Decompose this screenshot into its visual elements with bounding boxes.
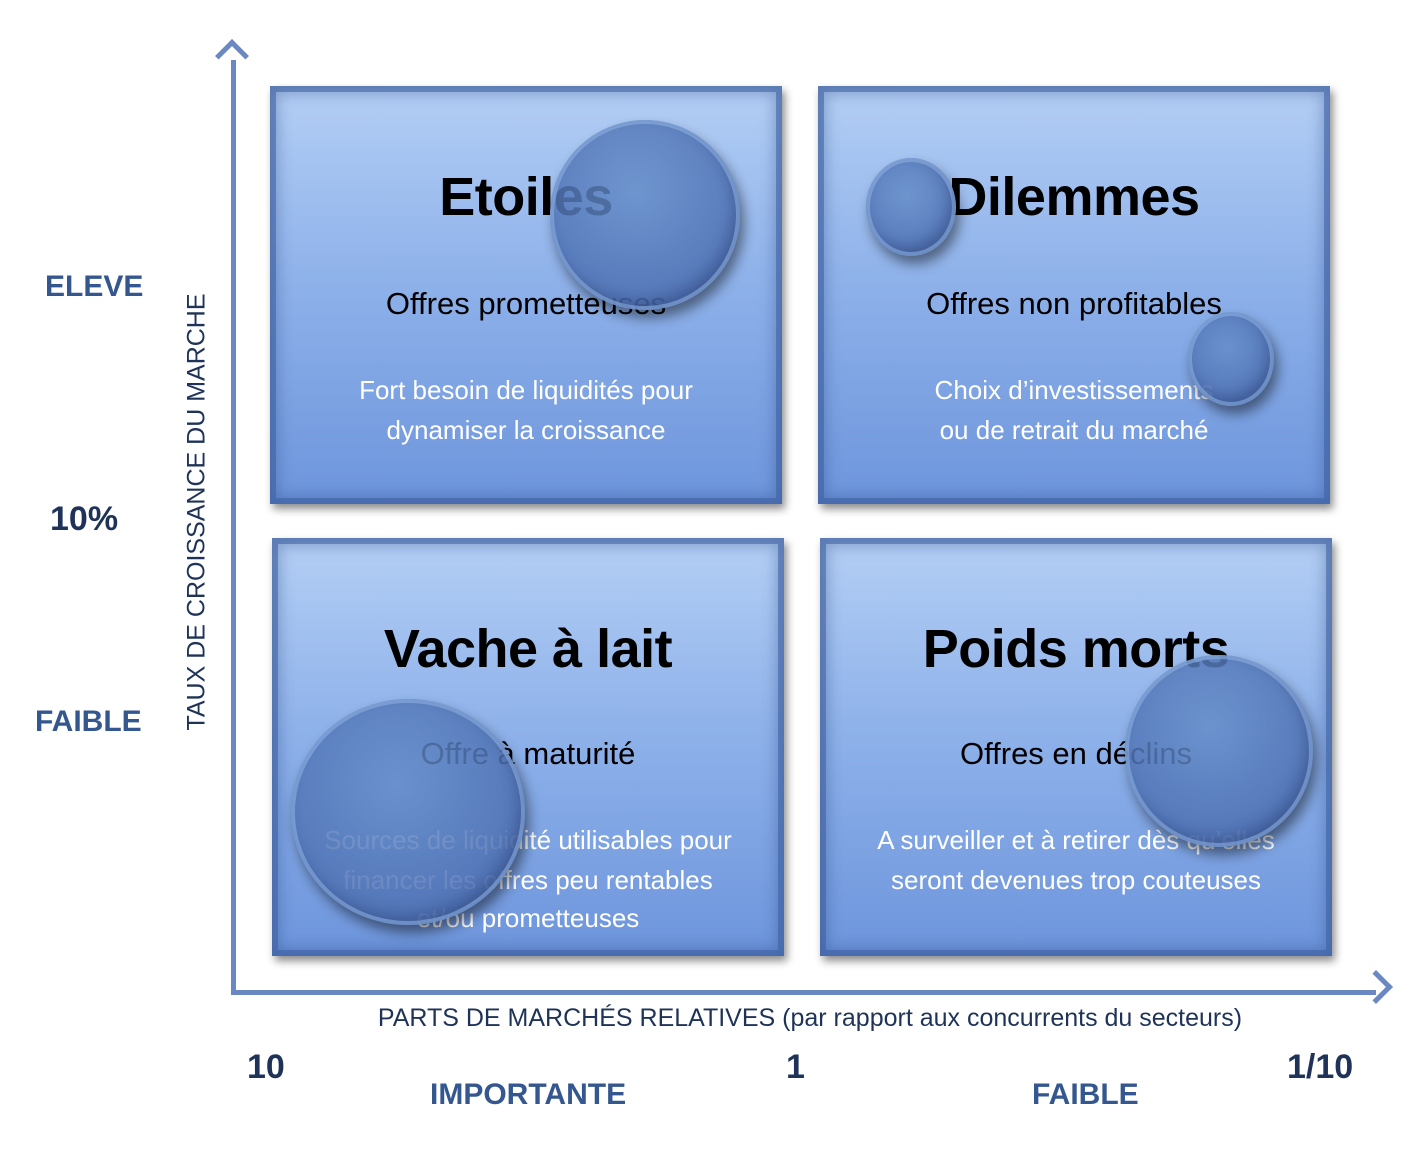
quadrant-desc-line: ou de retrait du marché (939, 415, 1209, 445)
y-label-low: FAIBLE (35, 705, 142, 738)
quadrant-dilemmas: Dilemmes Offres non profitables Choix d’… (818, 86, 1330, 504)
x-label-right: 1/10 (1287, 1048, 1354, 1086)
x-label-left: 10 (247, 1048, 285, 1086)
x-axis-line (231, 990, 1376, 995)
dilemma-bubble-right (1188, 312, 1274, 406)
quadrant-subtitle: Offres prometteuses (385, 286, 667, 321)
y-label-mid: 10% (50, 500, 119, 538)
y-axis-arrow-icon (215, 39, 249, 73)
x-label-high: IMPORTANTE (430, 1078, 627, 1111)
quadrant-desc-line: Choix d’investissements (934, 375, 1214, 405)
y-label-high: ELEVE (45, 270, 144, 303)
x-label-mid: 1 (786, 1048, 805, 1086)
y-axis-line (231, 60, 236, 995)
x-axis-arrow-icon (1359, 970, 1393, 1004)
quadrant-title: Vache à lait (383, 619, 673, 679)
quadrant-desc-line: dynamiser la croissance (386, 415, 666, 445)
stars-bubble (550, 120, 740, 310)
dilemma-bubble-small (866, 158, 956, 256)
cash-cow-bubble (291, 699, 525, 925)
dogs-bubble (1125, 655, 1313, 847)
x-label-low: FAIBLE (1032, 1078, 1139, 1111)
quadrant-desc-line: seront devenues trop couteuses (890, 865, 1262, 895)
quadrant-title: Dilemmes (948, 167, 1200, 227)
x-axis-title: PARTS DE MARCHÉS RELATIVES (par rapport … (377, 1004, 1243, 1032)
quadrant-subtitle: Offres non profitables (926, 286, 1222, 321)
quadrant-desc-line: Fort besoin de liquidités pour (359, 375, 693, 405)
